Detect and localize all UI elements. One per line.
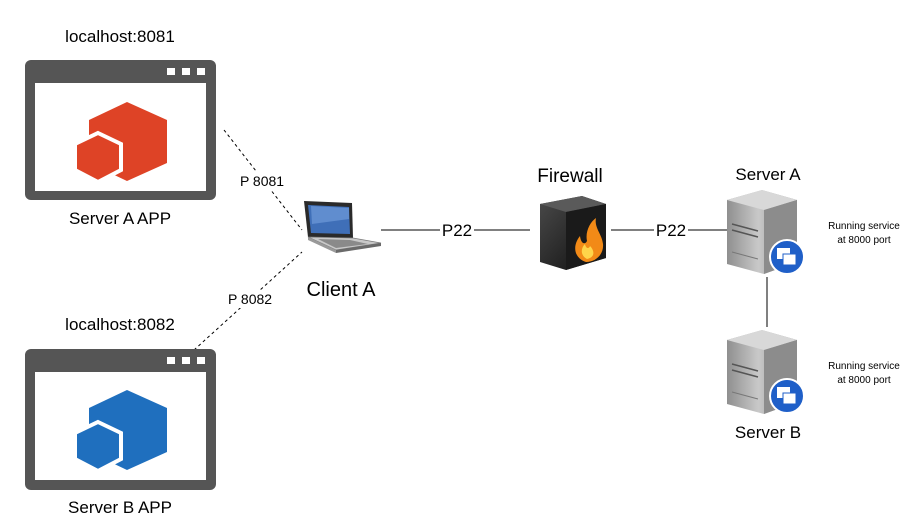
server-a-label: Server A bbox=[735, 165, 801, 184]
edge-label-client-firewall: P22 bbox=[442, 221, 472, 240]
laptop-icon bbox=[304, 201, 382, 253]
server-b-note-line1: Running service bbox=[828, 361, 900, 372]
server-b-label: Server B bbox=[735, 423, 801, 442]
client-label: Client A bbox=[307, 279, 377, 301]
edge-label-p8081: P 8081 bbox=[240, 173, 284, 189]
client-node: Client A bbox=[304, 201, 382, 301]
server-b-node: Server B Running service at 8000 port bbox=[727, 330, 900, 442]
server-a-note-line2: at 8000 port bbox=[837, 235, 891, 246]
app-a-host-label: localhost:8081 bbox=[65, 27, 175, 46]
server-b-note-line2: at 8000 port bbox=[837, 375, 891, 386]
firewall-label: Firewall bbox=[537, 166, 602, 187]
service-badge-icon bbox=[769, 239, 805, 275]
hexagon-app-icon bbox=[73, 390, 167, 474]
service-badge-icon bbox=[769, 378, 805, 414]
server-a-node: Server A Running service at 8000 port bbox=[727, 165, 900, 275]
app-a-node: localhost:8081 Server A APP bbox=[25, 27, 216, 228]
edge-label-p8082: P 8082 bbox=[228, 291, 272, 307]
app-b-host-label: localhost:8082 bbox=[65, 315, 175, 334]
server-a-note-line1: Running service bbox=[828, 221, 900, 232]
firewall-node: Firewall bbox=[537, 166, 606, 270]
app-b-node: localhost:8082 Server B APP bbox=[25, 315, 216, 517]
edge-label-firewall-server-a: P22 bbox=[656, 221, 686, 240]
app-b-label: Server B APP bbox=[68, 498, 172, 517]
hexagon-app-icon bbox=[73, 102, 167, 185]
connections: P 8081 P 8082 P22 P22 bbox=[193, 129, 768, 351]
firewall-icon bbox=[540, 196, 606, 270]
app-a-label: Server A APP bbox=[69, 209, 171, 228]
